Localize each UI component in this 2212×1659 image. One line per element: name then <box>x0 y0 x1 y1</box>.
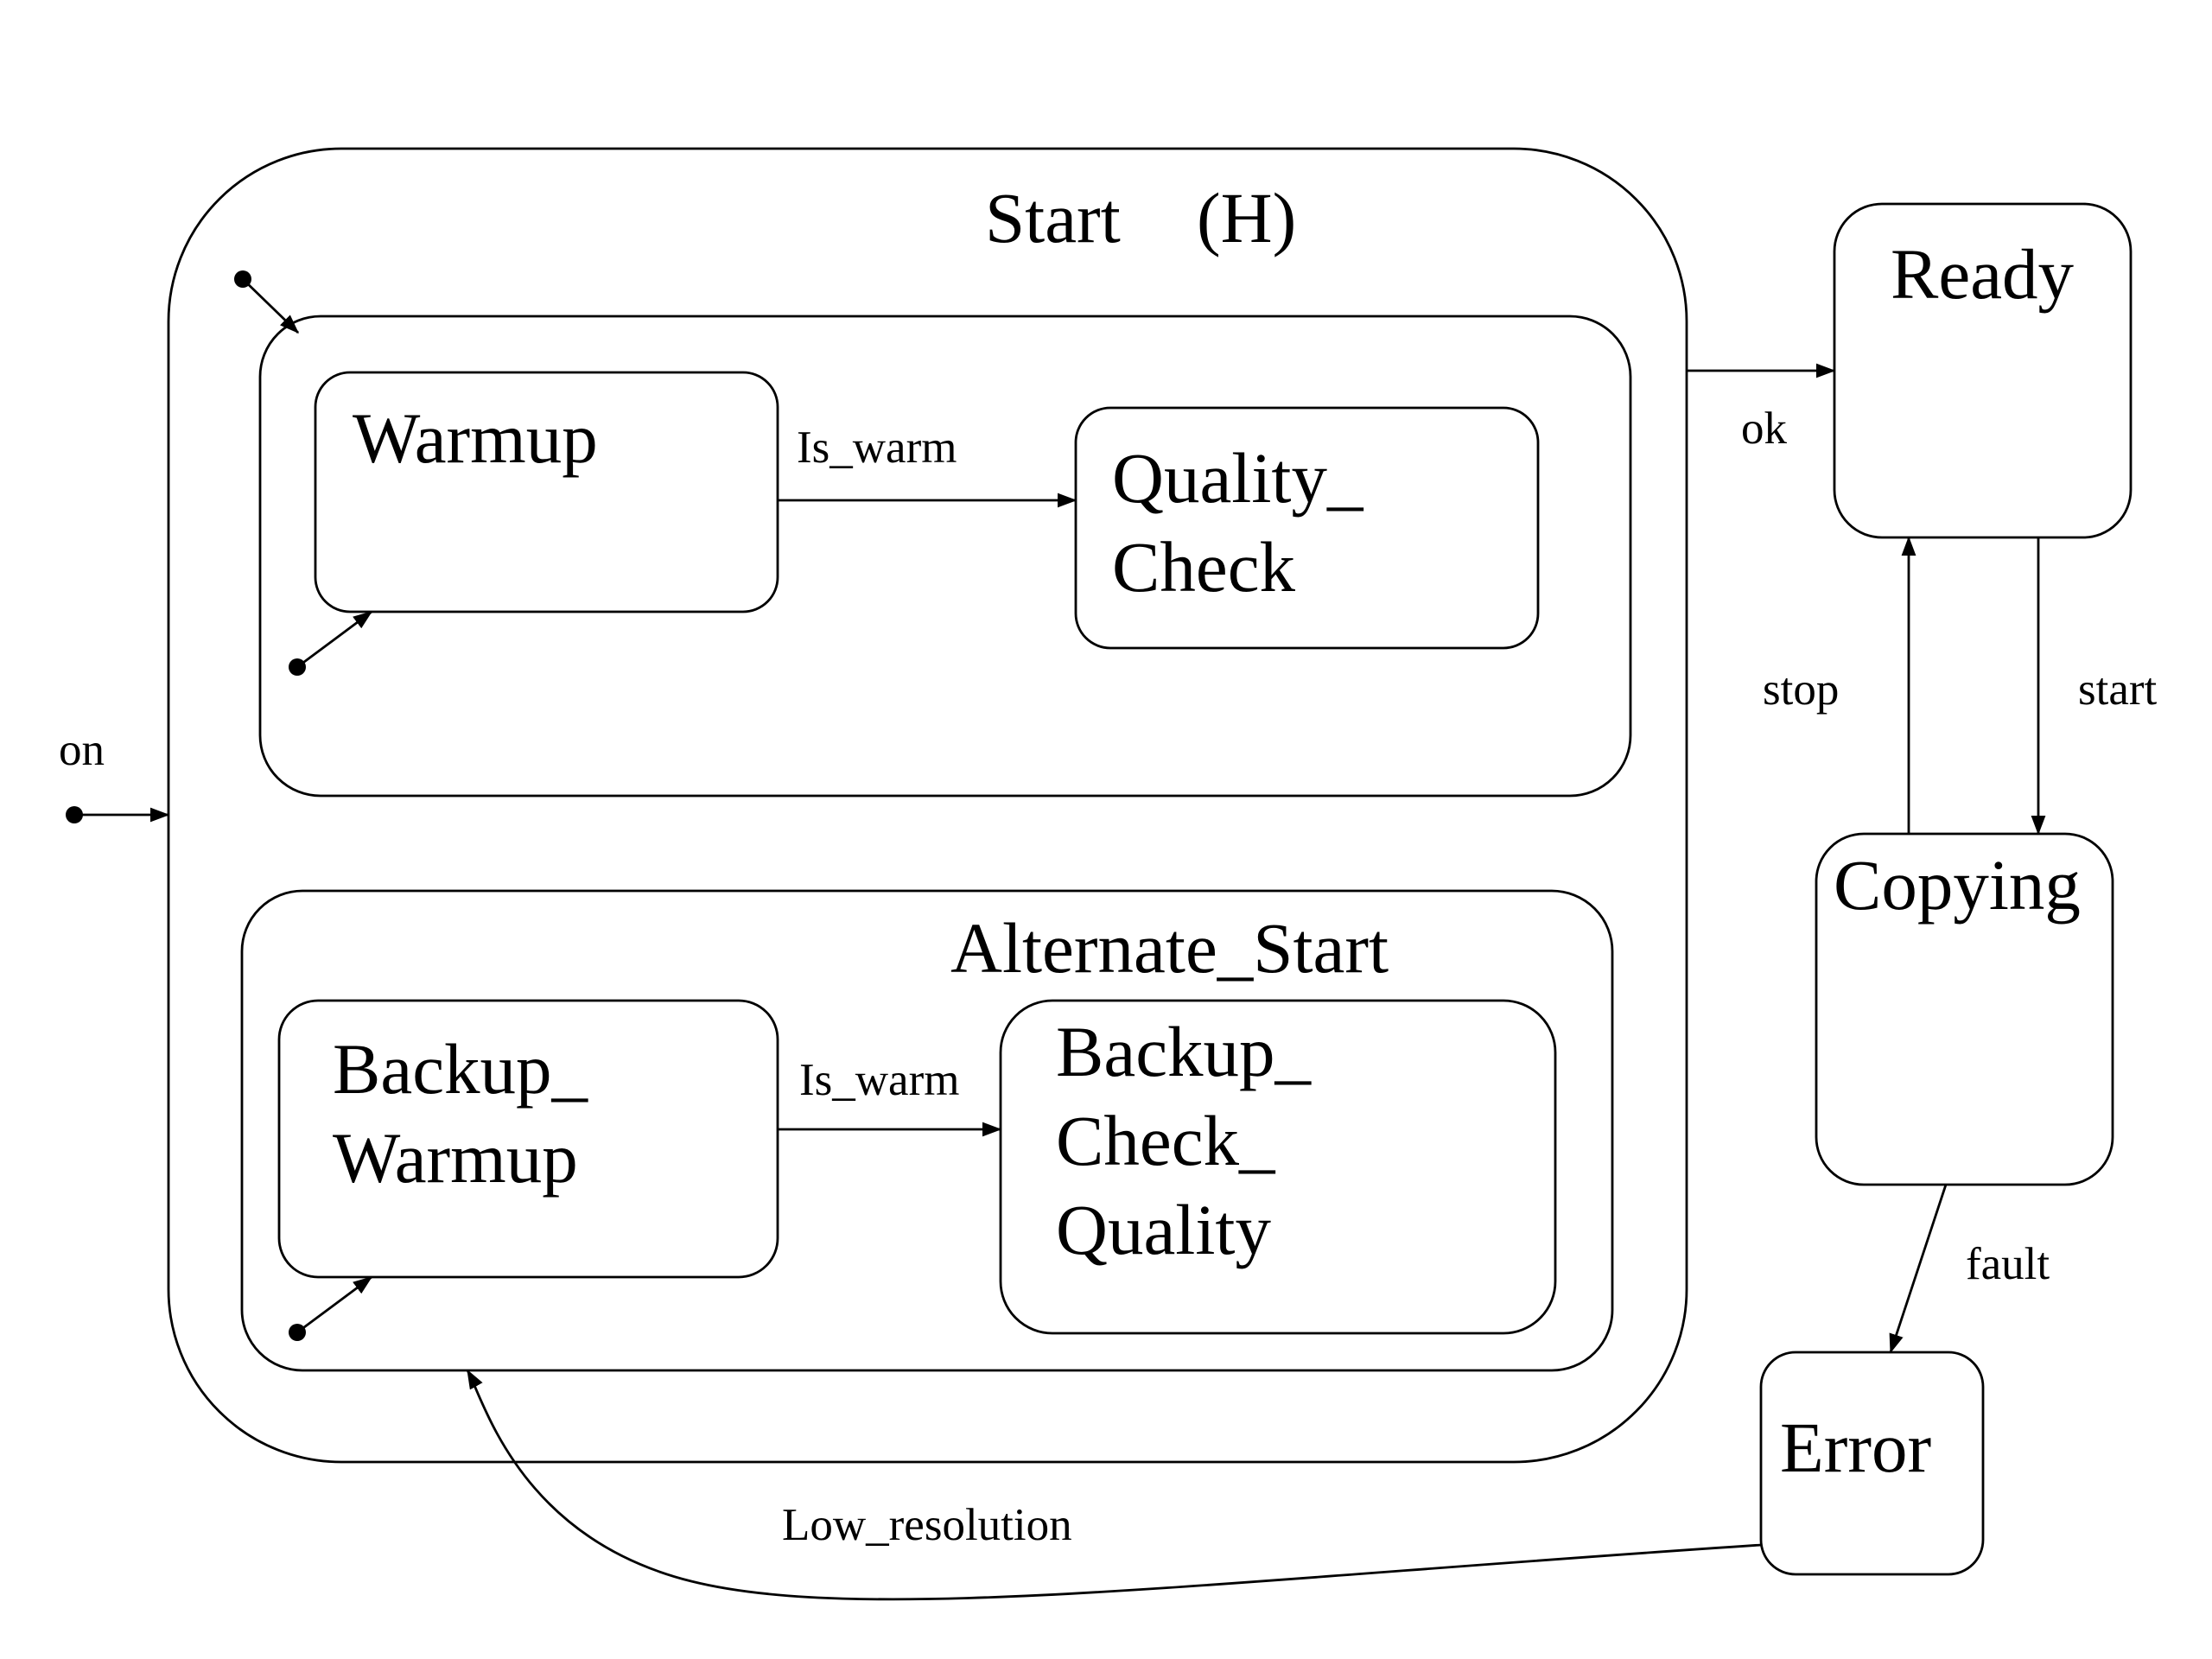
transition-low-resolution[interactable]: Low_resolution <box>466 1369 1762 1601</box>
start-transition-label: start <box>2078 664 2158 715</box>
quality-check-frame <box>1074 406 1540 650</box>
initial-transition-start-region <box>234 270 300 334</box>
backup-warmup-frame <box>277 999 779 1279</box>
error-label: Error <box>1780 1408 1931 1487</box>
state-warmup[interactable]: Warmup <box>314 371 779 613</box>
transition-stop[interactable]: stop <box>1763 536 1916 834</box>
backup-check-quality-label-line1: Backup_ <box>1056 1012 1313 1091</box>
state-backup-check-quality[interactable]: Backup_ Check_ Quality <box>999 999 1557 1335</box>
backup-warmup-label-line1: Backup_ <box>333 1029 589 1109</box>
state-copying[interactable]: Copying <box>1815 832 2114 1186</box>
backup-warmup-label-line2: Warmup <box>333 1118 578 1198</box>
start-label: Start <box>985 178 1121 257</box>
transition-fault[interactable]: fault <box>1889 1184 2050 1354</box>
alternate-start-frame <box>240 889 1614 1372</box>
transition-start[interactable]: start <box>2031 537 2158 836</box>
quality-check-label-line1: Quality_ <box>1112 438 1364 518</box>
initial-transition-warmup <box>289 610 373 676</box>
stop-label: stop <box>1763 664 1839 715</box>
state-quality-check[interactable]: Quality_ Check <box>1074 406 1540 650</box>
state-ready[interactable]: Ready <box>1833 202 2133 539</box>
is-warm-top-label: Is_warm <box>797 423 957 473</box>
is-warm-bottom-label: Is_warm <box>799 1055 959 1105</box>
fault-label: fault <box>1966 1239 2050 1289</box>
transition-is-warm-bottom[interactable]: Is_warm <box>778 1055 1002 1137</box>
start-region-top <box>258 315 1632 798</box>
copying-frame <box>1815 832 2114 1186</box>
ready-label: Ready <box>1891 234 2075 314</box>
transition-is-warm-top[interactable]: Is_warm <box>778 423 1077 508</box>
state-backup-warmup[interactable]: Backup_ Warmup <box>277 999 779 1279</box>
backup-check-quality-frame <box>999 999 1557 1335</box>
transition-on[interactable]: on <box>59 725 170 823</box>
alternate-start-label: Alternate_Start <box>950 908 1389 988</box>
error-frame <box>1759 1351 1985 1576</box>
on-label: on <box>59 725 105 775</box>
low-resolution-label: Low_resolution <box>782 1500 1072 1550</box>
backup-check-quality-label-line3: Quality <box>1056 1190 1271 1269</box>
state-start[interactable]: Start (H) <box>167 147 1688 1464</box>
warmup-frame <box>314 371 779 613</box>
initial-transition-backup-warmup <box>289 1275 373 1341</box>
quality-check-label-line2: Check <box>1112 527 1296 607</box>
state-error[interactable]: Error <box>1759 1351 1985 1576</box>
transition-ok[interactable]: ok <box>1687 363 1836 454</box>
warmup-label: Warmup <box>353 398 598 478</box>
start-frame <box>167 147 1688 1464</box>
backup-check-quality-label-line2: Check_ <box>1056 1101 1276 1180</box>
state-alternate-start[interactable]: Alternate_Start <box>240 889 1614 1372</box>
copying-label: Copying <box>1834 845 2081 925</box>
ok-label: ok <box>1741 404 1788 454</box>
start-history-marker: (H) <box>1197 178 1296 257</box>
